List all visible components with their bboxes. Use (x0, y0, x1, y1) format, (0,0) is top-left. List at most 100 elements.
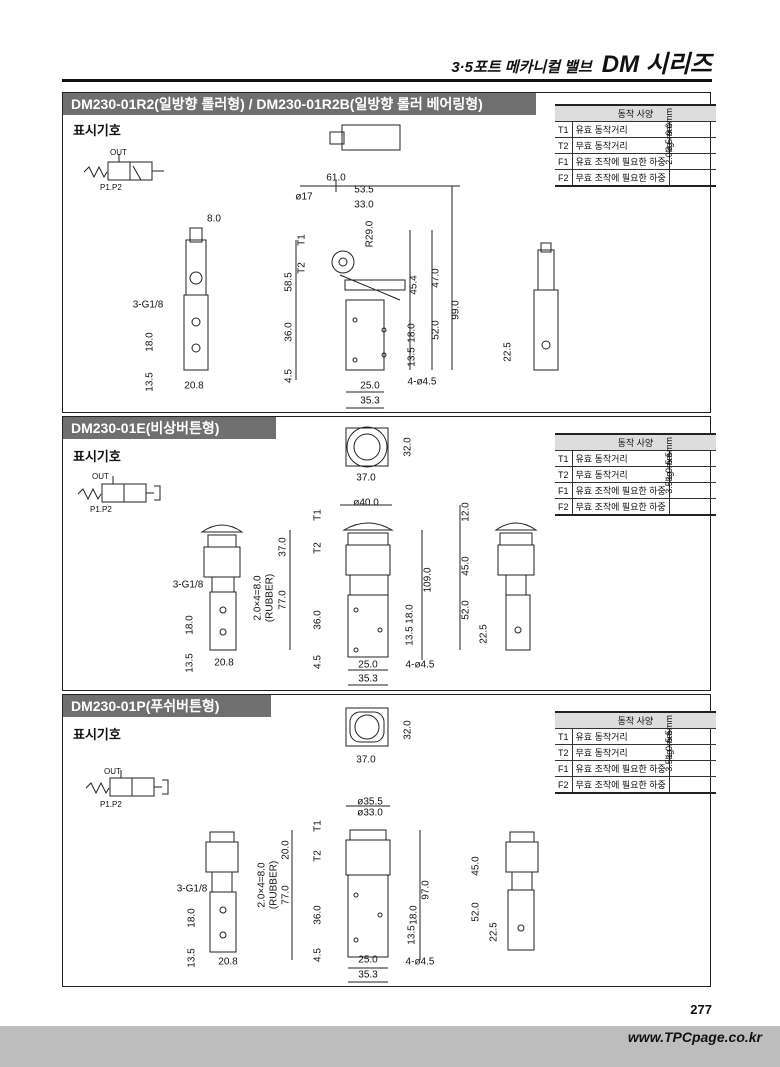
dimension-label: ø35.5 (357, 796, 383, 808)
dimension-label: 22.5 (502, 342, 514, 362)
spec-key: F2 (555, 776, 573, 794)
dimension-label: 47.0 (430, 268, 442, 288)
page-number: 277 (690, 1002, 712, 1017)
spec-value (661, 475, 678, 522)
spec-name: 무효 조작에 필요한 하중 (572, 498, 670, 516)
spec-key: F1 (555, 153, 573, 170)
spec-key: T2 (555, 744, 573, 761)
dimension-label: 33.0 (354, 199, 374, 211)
section-title: DM230-01P(푸쉬버튼형) (63, 695, 271, 717)
dimension-label: 22.5 (488, 922, 500, 942)
dimension-label: 18.0 (184, 615, 196, 635)
spec-key: T1 (555, 728, 573, 745)
dimension-label: 45.4 (408, 275, 420, 295)
dimension-label: ø17 (295, 191, 313, 203)
spec-header: 동작 사양 (555, 711, 716, 729)
dimension-label: 4-ø4.5 (405, 659, 435, 671)
header-rule (62, 79, 712, 82)
dimension-label: 18.0 (406, 323, 418, 343)
symbol-heading: 표시기호 (73, 123, 121, 138)
dimension-label: 20.8 (214, 657, 234, 669)
spec-name: 무효 동작거리 (572, 137, 670, 154)
dimension-label: 35.3 (358, 969, 378, 981)
dimension-label: 52.0 (470, 902, 482, 922)
out-port-label: OUT (104, 767, 121, 776)
dimension-label: R29.0 (364, 220, 376, 248)
dimension-label: 36.0 (312, 610, 324, 630)
dimension-label: ø40.0 (353, 497, 379, 509)
section-emergency-button: DM230-01E(비상버튼형) (62, 416, 711, 691)
spec-key: F1 (555, 760, 573, 777)
spec-key: F1 (555, 482, 573, 499)
out-port-label: OUT (92, 472, 109, 481)
symbol-heading: 표시기호 (73, 727, 121, 742)
dimension-label: 99.0 (450, 300, 462, 320)
spec-key: T2 (555, 137, 573, 154)
dimension-label: 37.0 (277, 537, 289, 557)
dimension-label: 18.0 (144, 332, 156, 352)
dimension-label: T1 (312, 820, 324, 832)
dimension-label: 2.0×4=8.0 (256, 862, 268, 908)
symbol-heading: 표시기호 (73, 449, 121, 464)
dimension-label: T2 (296, 262, 308, 274)
dimension-label: 20.8 (218, 956, 238, 968)
dimension-label: T1 (312, 509, 324, 521)
dimension-label: 18.0 (404, 604, 416, 624)
out-port-label: OUT (110, 148, 127, 157)
dimension-label: ø33.0 (357, 807, 383, 819)
dimension-label: 3-G1/8 (132, 299, 164, 311)
dimension-label: 109.0 (422, 567, 434, 593)
dimension-label: 4.5 (312, 948, 324, 962)
push-valve-drawings (205, 707, 539, 983)
spec-name: 무효 조작에 필요한 하중 (572, 776, 670, 794)
dimension-label: 25.0 (360, 380, 380, 392)
footer-band (0, 1026, 780, 1067)
dimension-label: 13.5 (186, 948, 198, 968)
spec-name: 무효 동작거리 (572, 466, 670, 483)
section-push-button: DM230-01P(푸쉬버튼형) (62, 694, 711, 987)
spec-name: 무효 동작거리 (572, 744, 670, 761)
dimension-label: T1 (296, 234, 308, 246)
dimension-label: 2.0×4=8.0 (252, 575, 264, 621)
spec-name: 유효 조작에 필요한 하중 (572, 760, 670, 777)
spec-key: T2 (555, 466, 573, 483)
dimension-label: 18.0 (186, 908, 198, 928)
dimension-label: 36.0 (283, 322, 295, 342)
spec-key: T1 (555, 450, 573, 467)
dimension-label: 45.0 (470, 856, 482, 876)
spec-header: 동작 사양 (555, 104, 716, 122)
dimension-label: 4.5 (283, 369, 295, 383)
inlet-port-label: P1.P2 (90, 505, 112, 514)
dimension-label: 4.5 (312, 655, 324, 669)
dimension-label: 45.0 (460, 556, 472, 576)
dimension-label: 4-ø4.5 (405, 956, 435, 968)
dimension-label: 25.0 (358, 659, 378, 671)
valve-symbol (77, 154, 169, 797)
dimension-label: 58.5 (283, 272, 295, 292)
dimension-label: T2 (312, 542, 324, 554)
emergency-valve-drawings (200, 426, 538, 686)
dimension-label: 3-G1/8 (176, 883, 208, 895)
spec-key: F2 (555, 498, 573, 516)
dimension-label: 13.5 (406, 347, 418, 367)
dimension-label: 35.3 (358, 673, 378, 685)
footer-url[interactable]: www.TPCpage.co.kr (627, 1029, 762, 1045)
section-title: DM230-01E(비상버튼형) (63, 417, 276, 439)
dimension-label: 36.0 (312, 905, 324, 925)
spec-key: F2 (555, 169, 573, 187)
spec-name: 유효 동작거리 (572, 450, 670, 467)
dimension-label: 13.5 (144, 372, 156, 392)
